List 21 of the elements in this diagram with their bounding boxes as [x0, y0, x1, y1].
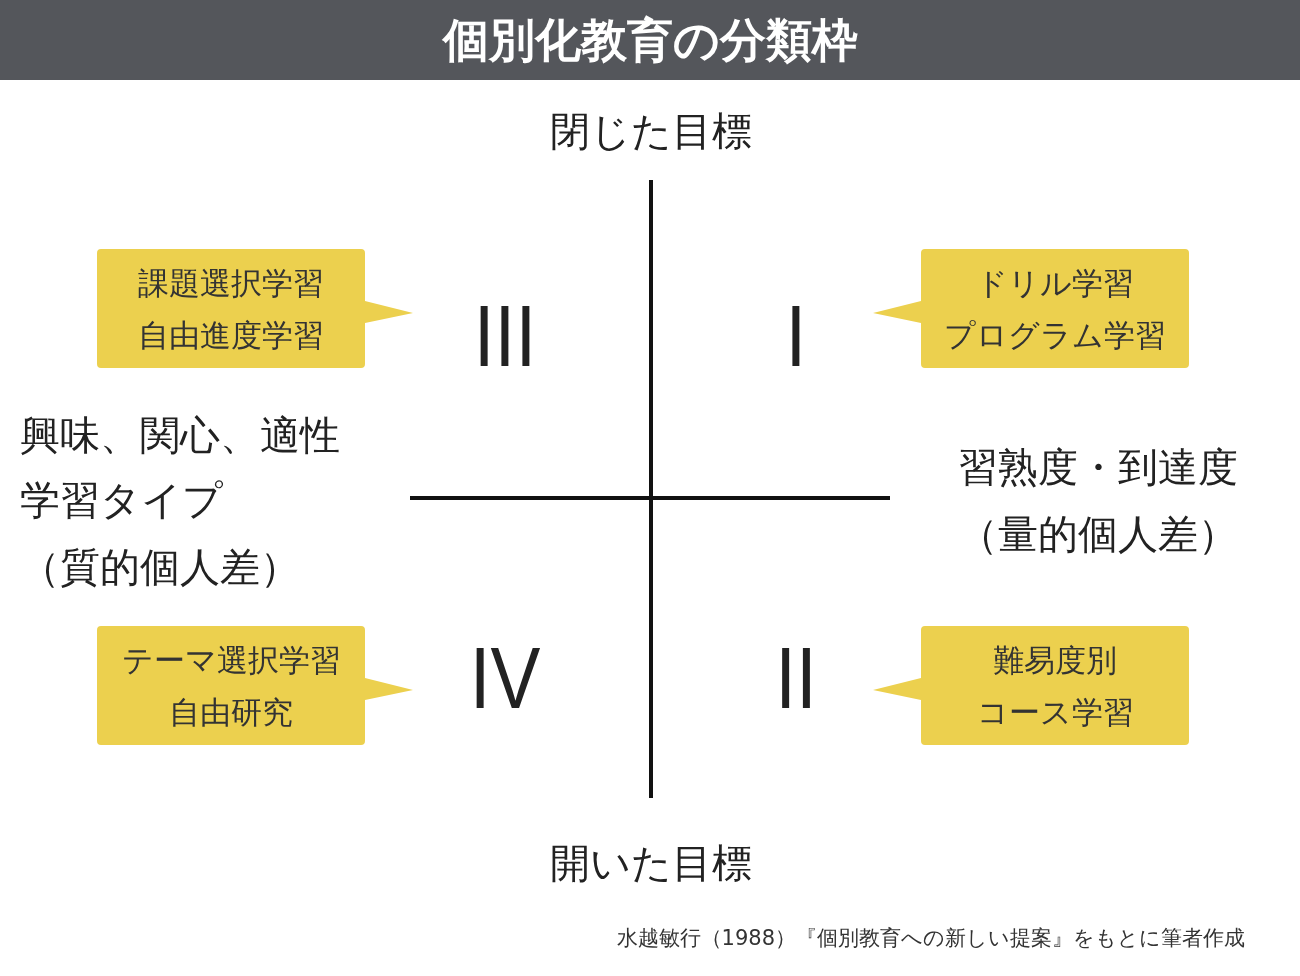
axis-label: 興味、関心、適性	[20, 412, 340, 458]
quadrant-numeral: I	[785, 285, 807, 386]
quadrant-numeral: IV	[469, 627, 541, 728]
axis-label: 習熟度・到達度	[958, 444, 1238, 490]
quadrant-numeral: II	[775, 627, 817, 728]
axis-label: （量的個人差）	[958, 511, 1238, 557]
title-bar: 個別化教育の分類枠	[0, 0, 1300, 80]
source-note: 水越敏行（1988）『個別教育への新しい提案』をもとに筆者作成	[616, 925, 1245, 952]
callout-text: 自由進度学習	[137, 315, 325, 355]
axis-label: 開いた目標	[550, 840, 752, 886]
axis-label: （質的個人差）	[20, 544, 300, 590]
axis-label: 学習タイプ	[20, 477, 223, 523]
callout-text: プログラム学習	[943, 315, 1167, 355]
callout-text: コース学習	[975, 692, 1135, 732]
callout-text: ドリル学習	[975, 263, 1135, 303]
callout-text: 自由研究	[168, 692, 294, 732]
callout-text: 難易度別	[992, 640, 1118, 680]
quadrant-numeral: III	[473, 285, 537, 386]
axis-label: 閉じた目標	[550, 108, 752, 154]
callout-text: 課題選択学習	[137, 263, 325, 303]
callout-text: テーマ選択学習	[120, 640, 342, 680]
